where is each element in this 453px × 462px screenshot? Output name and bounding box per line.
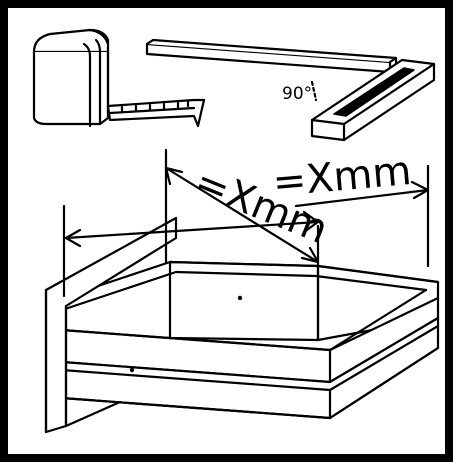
tape-measure-icon bbox=[32, 28, 206, 128]
angle-label: 90° bbox=[282, 84, 312, 104]
drawer-icon bbox=[44, 216, 440, 434]
carpenter-square-icon bbox=[145, 38, 436, 142]
measurement-lines bbox=[62, 148, 430, 342]
width-measure bbox=[294, 188, 430, 208]
diagonal-measure-1 bbox=[64, 220, 320, 240]
diagonal-measure-2 bbox=[164, 166, 320, 264]
